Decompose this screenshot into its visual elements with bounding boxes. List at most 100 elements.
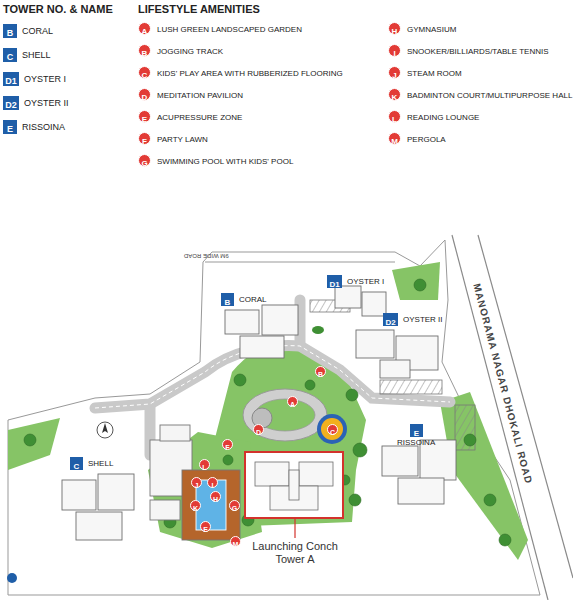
callout-letter: E: [203, 525, 208, 534]
amenity-marker: FPARTY LAWN: [138, 132, 151, 145]
amenity-marker: GSWIMMING POOL WITH KIDS' POOL: [138, 154, 151, 167]
callout-letter: B: [225, 296, 231, 309]
amenity-name: JOGGING TRACK: [157, 45, 223, 58]
callout-letter: I: [393, 48, 395, 59]
tower-badge: D1OYSTER I: [3, 72, 19, 86]
amenity-name: ACUPRESSURE ZONE: [157, 111, 242, 124]
amenity-name: BADMINTON COURT/MULTIPURPOSE HALL: [407, 89, 572, 102]
amenity-marker: A: [287, 396, 298, 407]
trees: [499, 534, 511, 546]
tower-name: SHELL: [22, 48, 51, 62]
tower-building: [262, 305, 298, 335]
amenity-marker: DMEDITATION PAVILION: [138, 88, 151, 101]
callout-letter: M: [391, 136, 398, 147]
amenity-marker: D: [253, 424, 264, 435]
amenity-marker: G: [229, 500, 240, 511]
jogging-plaza: [312, 326, 324, 334]
amenity-name: KIDS' PLAY AREA WITH RUBBERIZED FLOORING: [157, 67, 343, 80]
trees: [414, 279, 426, 291]
callout-letter: D1: [329, 278, 339, 291]
tower-name: RISSOINA: [22, 120, 65, 134]
callout-letter: C: [74, 460, 80, 473]
callout-letter: A: [142, 26, 148, 37]
callout-letter: L: [202, 463, 206, 472]
amenity-marker: K: [190, 500, 201, 511]
tower-building: [62, 480, 96, 510]
tower-building: [62, 286, 456, 540]
callout-letter: B: [318, 370, 323, 379]
trees: [223, 455, 233, 465]
callout-letter: F: [225, 443, 229, 452]
tower-building: [98, 474, 134, 510]
callout-letter: H: [213, 495, 218, 504]
tower-name: OYSTER I: [347, 275, 384, 288]
tower-name: OYSTER II: [24, 96, 69, 110]
tower-name: RISSOINA: [397, 438, 435, 447]
tower-building: [240, 336, 284, 358]
main-road: [478, 235, 573, 578]
launching-tower: [289, 470, 299, 500]
amenity-marker: H: [210, 491, 221, 502]
trees: [305, 380, 315, 390]
tower-badge: D2OYSTER II: [3, 96, 19, 110]
launching-tower: [245, 452, 343, 518]
callout-letter: C: [7, 50, 14, 64]
tower-building: [398, 478, 444, 504]
jogging-plaza: [243, 389, 327, 441]
launching-tower: [294, 518, 295, 538]
amenity-name: PERGOLA: [407, 133, 446, 146]
amenity-marker: MPERGOLA: [388, 132, 401, 145]
north-arrow: [7, 422, 113, 583]
amenity-marker: CKIDS' PLAY AREA WITH RUBBERIZED FLOORIN…: [138, 66, 151, 79]
trees: [349, 494, 361, 506]
amenity-name: GYMNASIUM: [407, 23, 456, 36]
amenity-marker: B: [315, 366, 326, 377]
trees: [346, 389, 358, 401]
callout-letter: J: [392, 70, 396, 81]
clubhouse: [150, 500, 180, 520]
callout-letter: D2: [5, 98, 17, 112]
tower-name: CORAL: [239, 293, 267, 306]
amenity-name: SWIMMING POOL WITH KIDS' POOL: [157, 155, 293, 168]
amenity-name: READING LOUNGE: [407, 111, 479, 124]
tower-name: CORAL: [22, 24, 53, 38]
tower-name: SHELL: [88, 457, 113, 470]
north-arrow: [97, 422, 113, 438]
legend-heading: TOWER NO. & NAME: [3, 3, 113, 16]
site-boundary: [205, 262, 395, 263]
site-boundary: [8, 240, 540, 595]
trees: [353, 443, 367, 457]
amenity-name: PARTY LAWN: [157, 133, 208, 146]
main-road: [452, 235, 548, 600]
lawn: [8, 418, 60, 470]
callout-letter: C: [142, 70, 148, 81]
trees: [24, 279, 511, 546]
amenity-name: SNOOKER/BILLIARDS/TABLE TENNIS: [407, 45, 549, 58]
amenity-marker: ALUSH GREEN LANDSCAPED GARDEN: [138, 22, 151, 35]
north-arrow: [7, 573, 17, 583]
trees: [484, 494, 496, 506]
amenity-marker: J: [191, 477, 202, 488]
tower-badge: CSHELL: [3, 48, 17, 62]
trees: [464, 434, 476, 446]
amenity-marker: LREADING LOUNGE: [388, 110, 401, 123]
callout-letter: C: [330, 428, 335, 437]
callout-letter: D: [256, 428, 261, 437]
amenity-name: MEDITATION PAVILION: [157, 89, 243, 102]
amenity-marker: M: [230, 536, 241, 547]
tower-building: [380, 360, 410, 378]
jogging-plaza: [317, 414, 347, 444]
road-name: 9M WIDE ROAD: [184, 252, 229, 259]
road-name: MANORAMA NAGAR DHOKALI ROAD: [471, 282, 535, 485]
callout-letter: E: [142, 114, 147, 125]
amenity-name: STEAM ROOM: [407, 67, 462, 80]
callout-letter: F: [142, 136, 147, 147]
parking: [310, 300, 475, 450]
tower-badge: ERISSOINA: [410, 424, 423, 437]
callout-letter: D2: [385, 316, 395, 329]
internal-road: [95, 300, 450, 455]
callout-letter: B: [142, 48, 148, 59]
tower-badge: BCORAL: [3, 24, 17, 38]
legend-heading: LIFESTYLE AMENITIES: [138, 3, 260, 16]
